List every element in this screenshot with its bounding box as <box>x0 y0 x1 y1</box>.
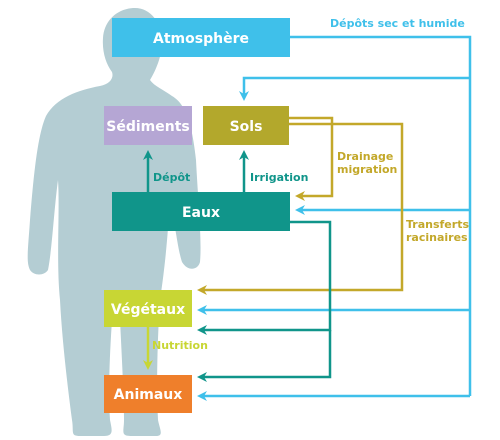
animaux-box <box>104 375 192 413</box>
irrigation-label: Irrigation <box>250 171 308 184</box>
sediments-label: Sédiments <box>106 119 189 135</box>
eaux-box <box>112 192 290 231</box>
vegetaux-label: Végétaux <box>111 302 185 318</box>
animaux-label: Animaux <box>114 387 183 403</box>
soil-transfer-arrows <box>197 116 404 295</box>
sediments-box <box>104 106 192 145</box>
sols-label: Sols <box>230 119 263 135</box>
atmospheric-deposition-arrows <box>197 35 472 401</box>
drainage-label: Drainage <box>337 150 393 163</box>
nutrition-label: Nutrition <box>152 339 208 352</box>
transferts-label: Transferts <box>406 218 469 231</box>
depot-label: Dépôt <box>153 171 190 184</box>
eaux-label: Eaux <box>182 205 220 221</box>
atmosphere-box <box>112 18 290 57</box>
racinaires-label: racinaires <box>406 231 468 244</box>
migration-label: migration <box>337 163 397 176</box>
atmosphere-label: Atmosphère <box>153 31 249 47</box>
depots-sec-humide-label: Dépôts sec et humide <box>330 17 465 30</box>
vegetaux-box <box>104 290 192 327</box>
sols-box <box>203 106 289 145</box>
water-transfer-arrows <box>143 150 332 382</box>
